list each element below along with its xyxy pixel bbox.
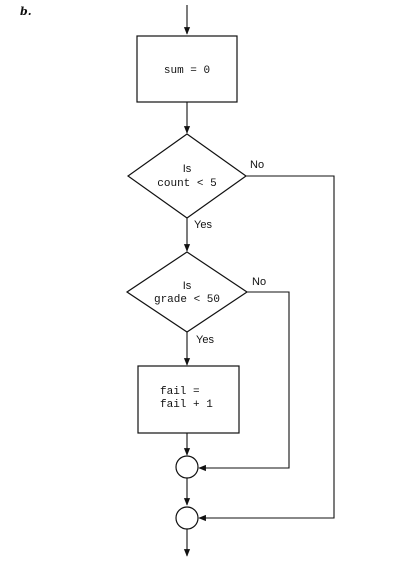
grade-check-no-path xyxy=(198,291,290,472)
count-check-yes-label: Yes xyxy=(194,219,212,231)
init-sum-text: sum = 0 xyxy=(164,65,210,77)
grade-check-diamond xyxy=(125,251,249,333)
grade-check-yes-label: Yes xyxy=(196,334,214,346)
count-check-no-path xyxy=(198,175,335,522)
count-check-no-label: No xyxy=(250,159,264,171)
grade-check-line1: Is xyxy=(183,280,192,292)
count-check-line2: count < 5 xyxy=(157,178,216,190)
grade-check-decision: Is grade < 50 xyxy=(125,251,249,333)
init-sum-box: sum = 0 xyxy=(136,35,238,103)
count-check-line1: Is xyxy=(183,163,192,175)
grade-check-no-label: No xyxy=(252,276,266,288)
connector-2 xyxy=(175,506,199,530)
fail-update-box: fail = fail + 1 xyxy=(137,365,240,434)
figure-label: b. xyxy=(20,5,32,18)
fail-update-box-shape xyxy=(137,365,240,434)
count-check-decision: Is count < 5 xyxy=(126,133,248,219)
count-check-diamond xyxy=(126,133,248,219)
fail-update-line2: fail + 1 xyxy=(160,399,213,411)
connector-1 xyxy=(175,455,199,479)
fail-update-line1: fail = xyxy=(160,386,200,398)
grade-check-line2: grade < 50 xyxy=(154,294,220,306)
